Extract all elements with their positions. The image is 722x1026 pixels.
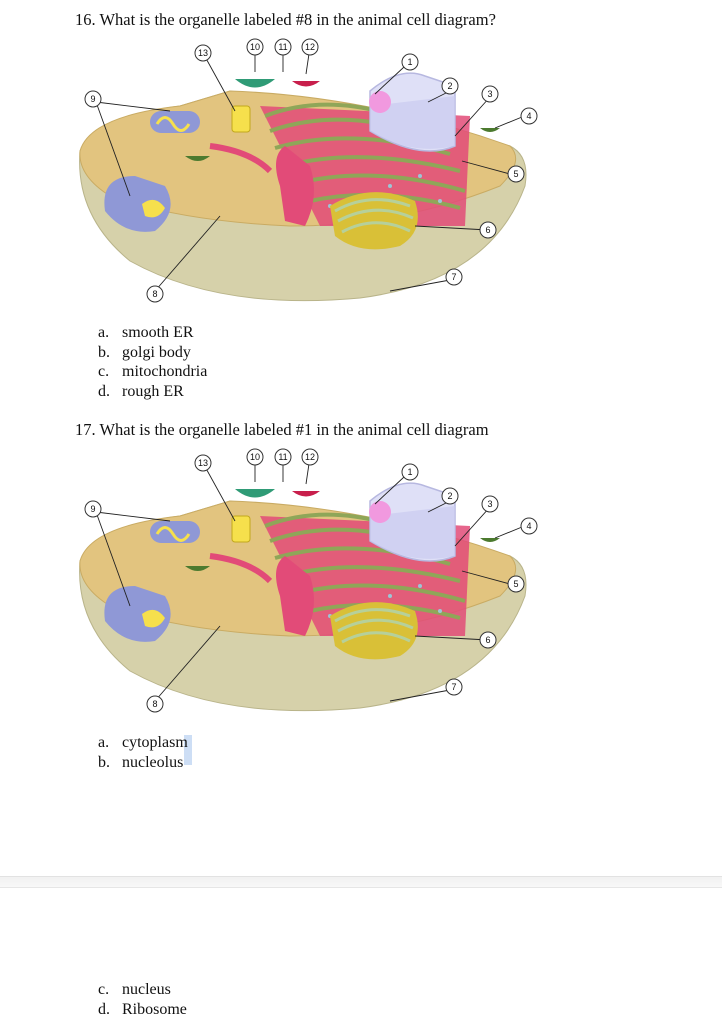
- cell-body: [79, 72, 527, 302]
- label-9: 9: [84, 90, 102, 108]
- label-1: 1: [401, 53, 419, 71]
- option-b: b.nucleolus: [98, 753, 184, 771]
- svg-text:9: 9: [90, 504, 95, 514]
- question-16-text: 16. What is the organelle labeled #8 in …: [75, 10, 496, 29]
- label-7: 7: [445, 678, 463, 696]
- label-10: 10: [246, 38, 264, 56]
- svg-text:6: 6: [485, 225, 490, 235]
- animal-cell-diagram-1: 1 2 3 4 5 6 7 8 9 10 11 12 13: [79, 38, 538, 303]
- svg-text:7: 7: [451, 682, 456, 692]
- label-11: 11: [274, 38, 292, 56]
- animal-cell-diagram-2: 1 2 3 4 5 6 7 8 9 10 11 12 13: [79, 448, 538, 713]
- cell-body: [79, 482, 527, 712]
- svg-text:8: 8: [152, 289, 157, 299]
- label-8: 8: [146, 285, 164, 303]
- label-2: 2: [441, 487, 459, 505]
- label-6: 6: [479, 221, 497, 239]
- label-5: 5: [507, 165, 525, 183]
- label-12: 12: [301, 448, 319, 466]
- svg-text:11: 11: [278, 452, 287, 462]
- label-8: 8: [146, 695, 164, 713]
- svg-text:10: 10: [250, 452, 260, 462]
- label-4: 4: [520, 517, 538, 535]
- svg-text:4: 4: [526, 111, 531, 121]
- label-3: 3: [481, 85, 499, 103]
- question-17-options-top: a.cytoplasm b.nucleolus: [98, 733, 188, 772]
- label-6: 6: [479, 631, 497, 649]
- svg-text:12: 12: [305, 452, 315, 462]
- label-12: 12: [301, 38, 319, 56]
- svg-text:3: 3: [487, 89, 492, 99]
- svg-text:7: 7: [451, 272, 456, 282]
- svg-text:1: 1: [407, 467, 412, 477]
- label-13: 13: [194, 44, 212, 62]
- svg-text:13: 13: [198, 458, 208, 468]
- svg-text:4: 4: [526, 521, 531, 531]
- text-cursor-highlight: [184, 735, 192, 765]
- label-13: 13: [194, 454, 212, 472]
- option-a: a.smooth ER: [98, 324, 194, 341]
- option-b: b.golgi body: [98, 343, 191, 361]
- option-d: d.rough ER: [98, 382, 184, 400]
- label-7: 7: [445, 268, 463, 286]
- question-16-options: a.smooth ER b.golgi body c.mitochondria …: [98, 323, 207, 401]
- label-11: 11: [274, 448, 292, 466]
- option-d: d.Ribosome: [98, 1000, 187, 1018]
- svg-text:5: 5: [513, 579, 518, 589]
- label-1: 1: [401, 463, 419, 481]
- question-17-text: 17. What is the organelle labeled #1 in …: [75, 420, 489, 439]
- svg-text:8: 8: [152, 699, 157, 709]
- svg-text:1: 1: [407, 57, 412, 67]
- label-3: 3: [481, 495, 499, 513]
- question-17-options-bottom: c.nucleus d.Ribosome: [98, 980, 187, 1019]
- option-c: c.nucleus: [98, 981, 171, 998]
- svg-text:2: 2: [447, 81, 452, 91]
- svg-text:10: 10: [250, 42, 260, 52]
- svg-text:13: 13: [198, 48, 208, 58]
- label-5: 5: [507, 575, 525, 593]
- label-10: 10: [246, 448, 264, 466]
- label-2: 2: [441, 77, 459, 95]
- svg-text:12: 12: [305, 42, 315, 52]
- svg-text:6: 6: [485, 635, 490, 645]
- svg-text:9: 9: [90, 94, 95, 104]
- option-a: a.cytoplasm: [98, 734, 188, 751]
- label-9: 9: [84, 500, 102, 518]
- svg-text:3: 3: [487, 499, 492, 509]
- svg-text:11: 11: [278, 42, 287, 52]
- label-4: 4: [520, 107, 538, 125]
- svg-text:5: 5: [513, 169, 518, 179]
- option-c: c.mitochondria: [98, 363, 208, 380]
- page-break-divider: [0, 876, 722, 888]
- svg-text:2: 2: [447, 491, 452, 501]
